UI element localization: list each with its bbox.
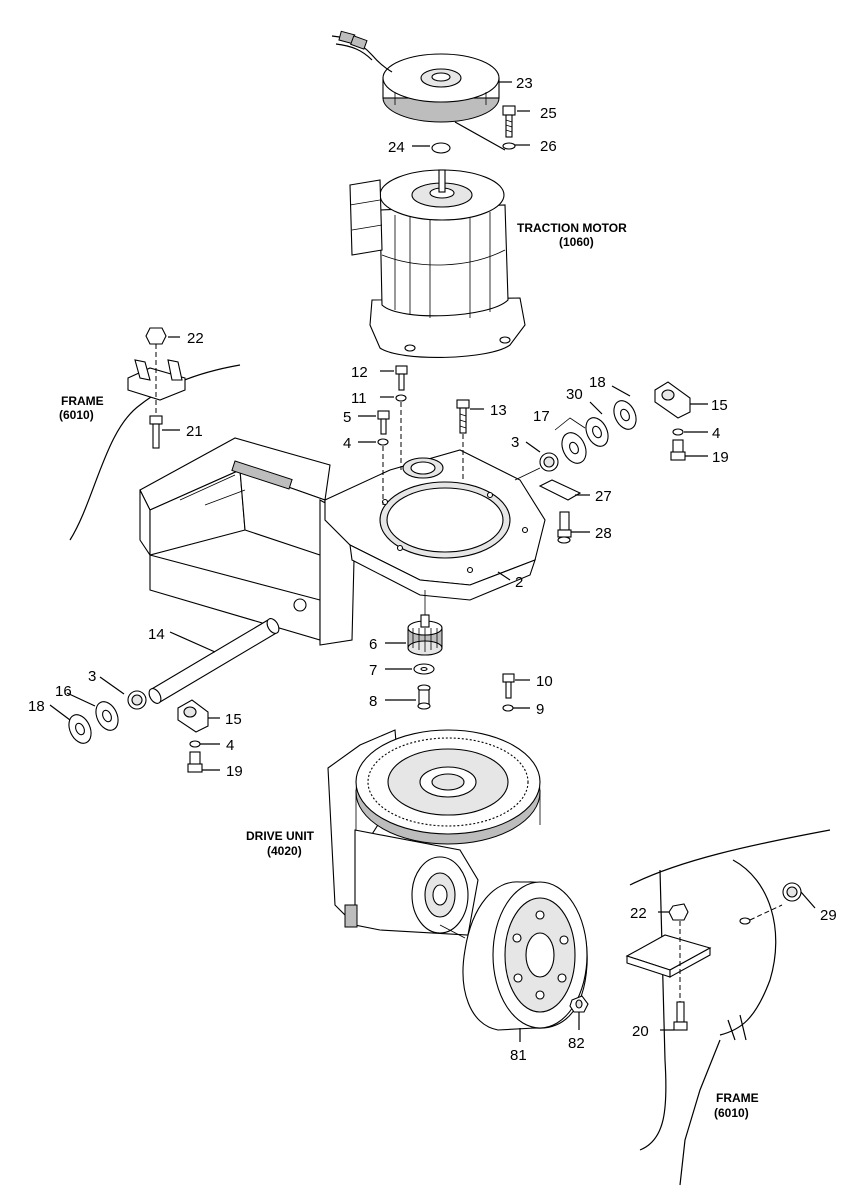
part-number-9: 9 — [536, 701, 544, 718]
washer-4 — [377, 438, 389, 446]
part-number-15-right: 15 — [711, 397, 728, 414]
clamp-15-right — [654, 381, 691, 419]
plug-3-right — [539, 452, 559, 472]
part-number-10: 10 — [536, 673, 553, 690]
wheel-nut-82 — [569, 995, 589, 1013]
clamp-15-left — [177, 699, 209, 733]
bolt-10 — [502, 673, 515, 699]
caption-drive-unit-name: DRIVE UNIT — [246, 829, 315, 843]
bolt-19-right — [670, 439, 686, 461]
part-number-4-center: 4 — [343, 435, 351, 452]
part-number-4-right: 4 — [712, 425, 720, 442]
part-number-19-left: 19 — [226, 763, 243, 780]
part-number-16: 16 — [55, 683, 72, 700]
part-number-11: 11 — [351, 390, 367, 407]
plug-3-left — [127, 690, 147, 710]
part-number-12: 12 — [351, 364, 368, 381]
leader-lines — [49, 81, 816, 1042]
part-number-81: 81 — [510, 1047, 527, 1064]
brake-assembly — [331, 30, 500, 123]
frame-left-outline — [69, 364, 241, 541]
part-number-28: 28 — [595, 525, 612, 542]
plate-27 — [538, 479, 582, 501]
traction-motor — [349, 169, 526, 358]
part-number-18-left: 18 — [28, 698, 45, 715]
caption-frame-right-name: FRAME — [716, 1091, 759, 1105]
washer-26 — [502, 142, 516, 150]
plug-29 — [782, 882, 802, 902]
caption-traction-motor-code: (1060) — [559, 235, 594, 249]
part-number-20: 20 — [632, 1023, 649, 1040]
caption-frame-left-name: FRAME — [61, 394, 104, 408]
caption-drive-unit-code: (4020) — [267, 844, 302, 858]
part-number-29: 29 — [820, 907, 837, 924]
drive-unit — [327, 729, 541, 936]
stud-13 — [456, 399, 470, 434]
part-number-23: 23 — [516, 75, 533, 92]
bolt-25 — [502, 105, 516, 138]
part-number-21: 21 — [186, 423, 203, 440]
part-number-30: 30 — [566, 386, 583, 403]
caption-traction-motor-name: TRACTION MOTOR — [517, 221, 627, 235]
drive-frame-2 — [139, 437, 546, 646]
bolt-19-left — [187, 751, 203, 773]
o-ring-24 — [431, 142, 451, 154]
washer-11 — [395, 394, 407, 402]
bolt-8 — [417, 684, 431, 710]
part-number-24: 24 — [388, 139, 405, 156]
bolt-5 — [377, 410, 390, 435]
part-number-14: 14 — [148, 626, 165, 643]
part-number-6: 6 — [369, 636, 377, 653]
part-number-3-left: 3 — [88, 668, 96, 685]
bolt-12 — [395, 365, 408, 391]
frame-right — [625, 829, 831, 1186]
washer-4-right — [672, 428, 684, 436]
part-number-3-right: 3 — [511, 434, 519, 451]
pin-14 — [148, 618, 280, 704]
part-number-22-left: 22 — [187, 330, 204, 347]
part-number-18-right: 18 — [589, 374, 606, 391]
part-number-7: 7 — [369, 662, 377, 679]
part-number-15-left: 15 — [225, 711, 242, 728]
part-number-2: 2 — [515, 574, 523, 591]
caption-frame-right-code: (6010) — [714, 1106, 749, 1120]
part-number-82: 82 — [568, 1035, 585, 1052]
washer-4-left — [189, 740, 201, 748]
washer-9 — [502, 704, 514, 712]
part-number-19-right: 19 — [712, 449, 729, 466]
bolt-28 — [557, 511, 572, 544]
bracket-22-21 — [127, 327, 186, 449]
part-number-26: 26 — [540, 138, 557, 155]
part-number-25: 25 — [540, 105, 557, 122]
part-number-27: 27 — [595, 488, 612, 505]
pinion-gear-6 — [407, 614, 443, 656]
part-number-4-left: 4 — [226, 737, 234, 754]
caption-frame-left-code: (6010) — [59, 408, 94, 422]
part-number-13: 13 — [490, 402, 507, 419]
part-number-5: 5 — [343, 409, 351, 426]
drive-wheel-81 — [439, 881, 588, 1031]
part-number-17: 17 — [533, 408, 550, 425]
part-number-8: 8 — [369, 693, 377, 710]
part-number-22-right: 22 — [630, 905, 647, 922]
